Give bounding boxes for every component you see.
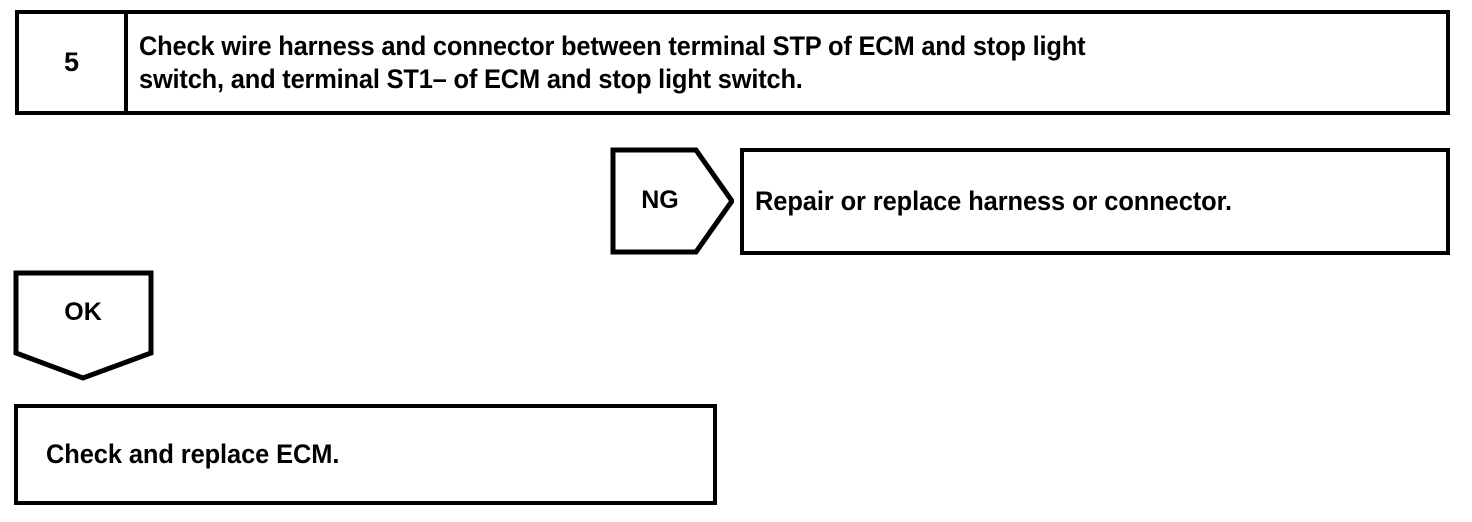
ok-branch-arrow-icon: [11, 270, 156, 382]
ng-result-box: Repair or replace harness or connector.: [740, 148, 1450, 255]
step-number: 5: [63, 47, 80, 77]
step-body-cell: Check wire harness and connector between…: [128, 14, 1446, 111]
step-number-cell: 5: [19, 14, 128, 111]
ok-branch-label: OK: [64, 298, 102, 326]
ok-result-text: Check and replace ECM.: [46, 439, 340, 469]
step-instruction: Check wire harness and connector between…: [139, 30, 1086, 94]
ng-result-text: Repair or replace harness or connector.: [755, 186, 1232, 216]
ng-branch-arrow-icon: [608, 145, 734, 257]
ok-result-box: Check and replace ECM.: [14, 404, 717, 505]
step-box: 5 Check wire harness and connector betwe…: [15, 10, 1450, 115]
ng-branch-label: NG: [641, 186, 679, 214]
